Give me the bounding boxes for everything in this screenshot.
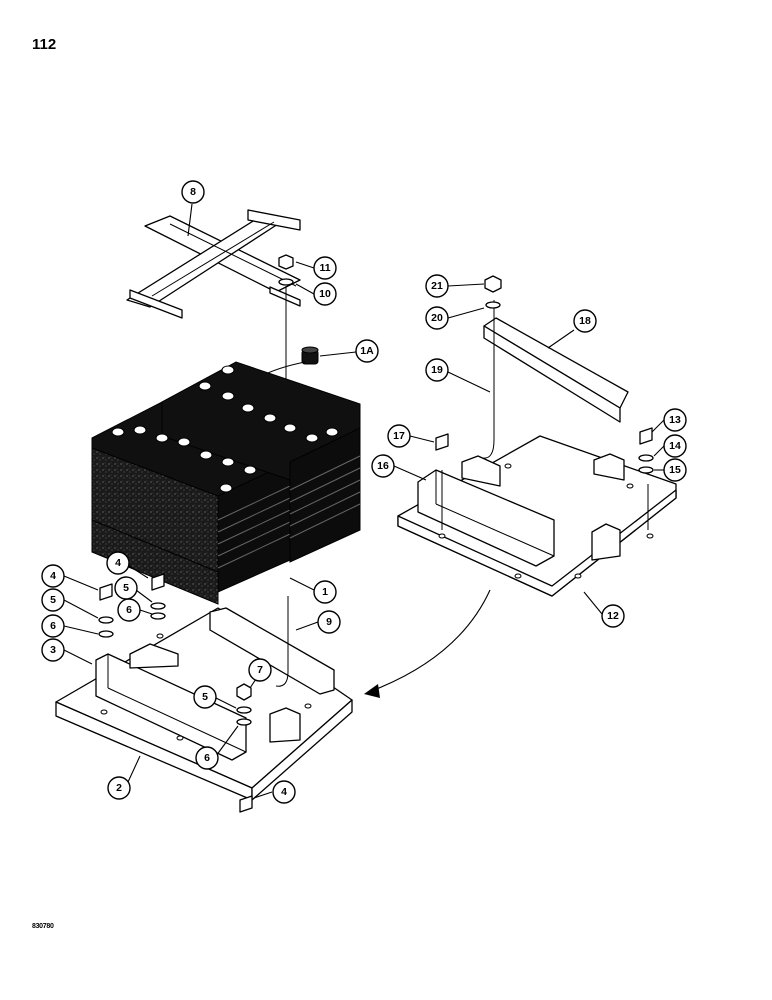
callout-label: 1 [322, 586, 328, 598]
callout-label: 2 [116, 782, 122, 794]
callout-16: 16 [371, 454, 395, 478]
hold-down-nut [278, 254, 294, 434]
callout-label: 15 [669, 464, 681, 476]
callout-18: 18 [573, 309, 597, 333]
callout-3: 3 [41, 638, 65, 662]
callout-6-right: 6 [195, 746, 219, 770]
callout-4-mid: 4 [106, 551, 130, 575]
drawing-code: 830780 [32, 923, 54, 930]
callout-14: 14 [663, 434, 687, 458]
callout-5-right: 5 [193, 685, 217, 709]
callout-label: 16 [377, 460, 389, 472]
callout-6-left: 6 [41, 614, 65, 638]
callout-label: 20 [431, 312, 443, 324]
callout-label: 10 [319, 288, 331, 300]
callout-label: 5 [50, 594, 56, 606]
callout-label: 14 [669, 440, 681, 452]
callout-11: 11 [313, 256, 337, 280]
callout-19: 19 [425, 358, 449, 382]
hold-down-bracket [126, 209, 301, 319]
callout-label: 12 [607, 610, 619, 622]
callout-label: 6 [126, 604, 132, 616]
callout-1A: 1A [355, 339, 379, 363]
callout-label: 11 [319, 262, 330, 274]
callout-label: 7 [257, 664, 263, 676]
callout-label: 13 [669, 414, 681, 426]
rear-tray-bolts [435, 427, 654, 474]
rear-battery-tray [397, 435, 677, 597]
callout-17: 17 [387, 424, 411, 448]
leader-lines [63, 203, 665, 799]
callout-label: 17 [393, 430, 405, 442]
callout-label: 8 [190, 186, 196, 198]
callout-label: 5 [202, 691, 208, 703]
callout-8: 8 [181, 180, 205, 204]
callout-label: 4 [50, 570, 56, 582]
callout-5-mid: 5 [114, 576, 138, 600]
callout-4-left: 4 [41, 564, 65, 588]
callout-label: 21 [431, 280, 443, 292]
callout-1: 1 [313, 580, 337, 604]
callout-label: 6 [204, 752, 210, 764]
callout-label: 1A [360, 345, 374, 357]
callout-label: 3 [50, 644, 56, 656]
callout-7: 7 [248, 658, 272, 682]
battery-caps [111, 365, 339, 493]
page-number: 112 [32, 36, 57, 53]
callout-10: 10 [313, 282, 337, 306]
callout-15: 15 [663, 458, 687, 482]
callout-label: 5 [123, 582, 129, 594]
callout-21: 21 [425, 274, 449, 298]
callout-label: 18 [579, 315, 591, 327]
callout-label: 9 [326, 616, 332, 628]
callout-9: 9 [317, 610, 341, 634]
callout-2: 2 [107, 776, 131, 800]
callout-label: 19 [431, 364, 443, 376]
callout-20: 20 [425, 306, 449, 330]
callout-4-bottom: 4 [272, 780, 296, 804]
callout-13: 13 [663, 408, 687, 432]
callout-label: 4 [281, 786, 287, 798]
callout-label: 6 [50, 620, 56, 632]
rear-hold-down-strap [481, 275, 629, 459]
callout-5-left: 5 [41, 588, 65, 612]
callout-label: 4 [115, 557, 121, 569]
front-tray-hardware [98, 573, 253, 813]
callout-12: 12 [601, 604, 625, 628]
callout-6-mid: 6 [117, 598, 141, 622]
